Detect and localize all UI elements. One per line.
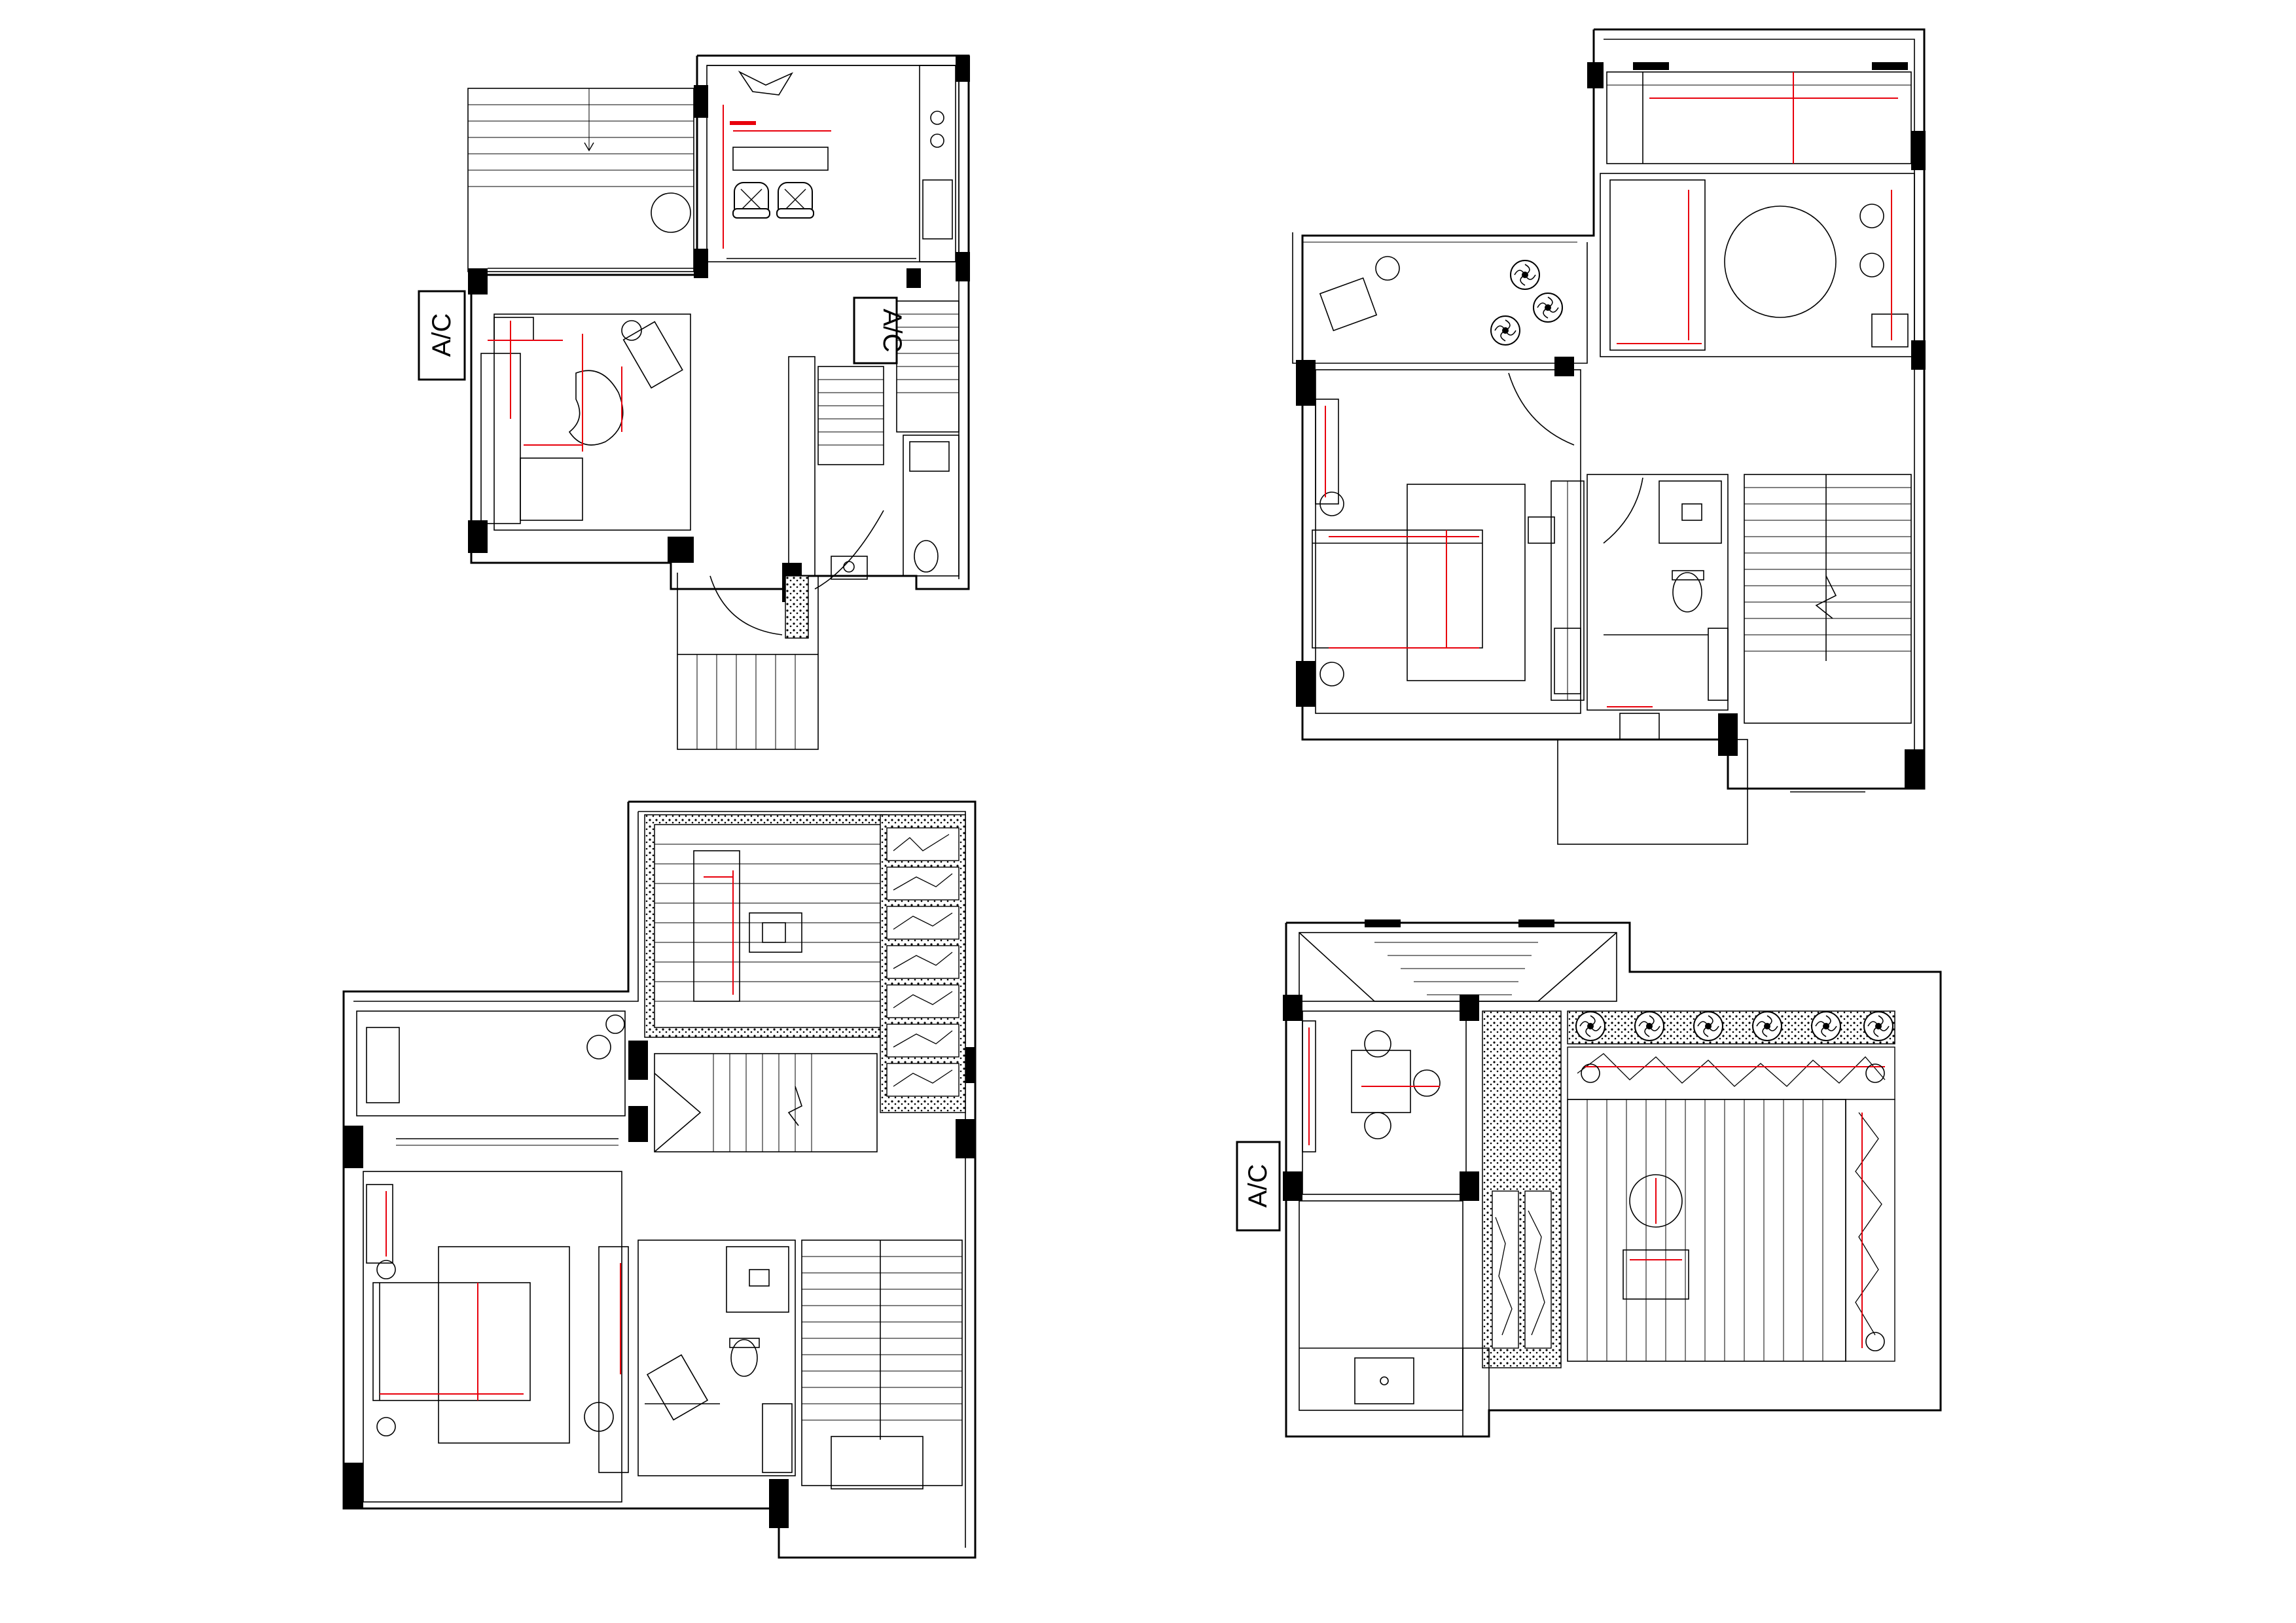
study-room — [1600, 173, 1915, 357]
top-balcony — [1606, 62, 1912, 164]
roof-tea-room — [1302, 1010, 1467, 1195]
wardrobe — [1551, 480, 1585, 701]
master-bedroom — [1312, 369, 1581, 714]
ac-unit-right: A/C — [853, 296, 906, 365]
bathroom-2f — [1587, 474, 1729, 711]
bedroom-3f — [363, 1171, 622, 1503]
bathroom-3f — [637, 1240, 796, 1476]
second-floor-plan — [1292, 28, 1926, 845]
ac-label: A/C — [427, 313, 456, 357]
third-stair-lower — [801, 1240, 963, 1489]
ac-unit-roof: A/C — [1236, 1141, 1281, 1232]
left-balcony — [1292, 232, 1588, 364]
ac-label-2: A/C — [878, 309, 906, 353]
third-floor-plan — [342, 800, 977, 1559]
ac-unit-left: A/C — [418, 290, 466, 381]
roof-wood-deck — [1567, 1099, 1846, 1362]
north-terrace — [467, 88, 694, 272]
third-stair-upper — [654, 1053, 878, 1152]
ground-stair — [788, 300, 960, 590]
west-balcony-3f — [356, 1010, 626, 1146]
kitchen — [706, 65, 960, 262]
entry-steps — [677, 573, 819, 750]
roof-planters — [1567, 1010, 1895, 1044]
stone-strip-3f — [880, 814, 966, 1113]
roof-lower-room — [1299, 1200, 1463, 1411]
roof-stair-core — [1299, 919, 1617, 1002]
wardrobe-3f — [598, 1246, 629, 1473]
roof-deck-3f — [644, 814, 888, 1038]
ac-label-3: A/C — [1244, 1164, 1272, 1208]
ground-wc — [831, 435, 960, 580]
living-room — [480, 258, 916, 531]
roof-stepping-stones — [1492, 1190, 1552, 1349]
ground-floor-plan: A/C A/C — [418, 54, 970, 750]
second-stair — [1744, 474, 1912, 793]
roof-plan: A/C — [1236, 919, 1942, 1438]
